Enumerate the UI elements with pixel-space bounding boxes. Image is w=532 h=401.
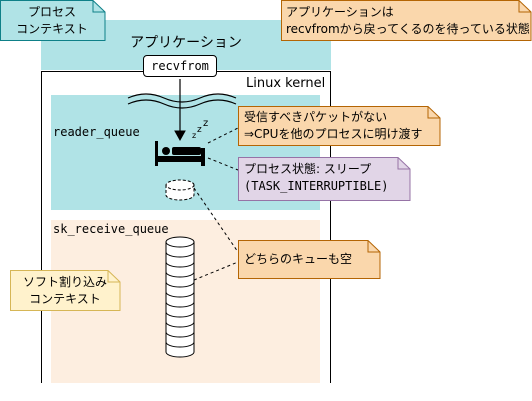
kernel-title: Linux kernel — [246, 76, 326, 91]
queue-stack-icon — [165, 236, 195, 358]
zzz-icon: z z z — [192, 118, 208, 140]
reader-queue-label: reader_queue — [53, 125, 140, 139]
empty-queue-icon — [165, 179, 195, 201]
state-note-line-2: (TASK_INTERRUPTIBLE) — [244, 179, 389, 193]
app-note-line-1: アプリケーションは — [286, 5, 394, 19]
app-note-line-2: recvfromから戻ってくるのを待っている状態 — [286, 22, 530, 36]
app-note: アプリケーションは recvfromから戻ってくるのを待っている状態 — [286, 4, 530, 38]
call-arrow — [174, 79, 186, 142]
cpu-note-shape — [238, 106, 441, 146]
context-note-line-1: プロセス — [27, 5, 76, 19]
note-connectors — [193, 127, 239, 281]
softirq-note-shape — [10, 270, 121, 311]
recvfrom-call: recvfrom — [143, 55, 217, 77]
sk-receive-queue-label: sk_receive_queue — [53, 222, 169, 236]
svg-text:z: z — [203, 118, 208, 129]
app-note-shape — [281, 0, 532, 41]
svg-text:z: z — [197, 125, 202, 135]
context-note-shape — [0, 0, 106, 41]
svg-text:z: z — [192, 131, 196, 140]
boundary-wave — [127, 93, 237, 109]
context-note: プロセス コンテキスト — [0, 4, 104, 38]
cpu-note: 受信すべきパケットがない ⇒CPUを他のプロセスに明け渡す — [244, 109, 436, 143]
bed-icon — [155, 141, 205, 166]
state-note-shape — [238, 157, 411, 201]
softirq-note-line-2: コンテキスト — [29, 292, 101, 306]
cpu-note-line-2: ⇒CPUを他のプロセスに明け渡す — [244, 127, 423, 141]
empty-note-shape — [238, 240, 381, 279]
empty-note: どちらのキューも空 — [244, 252, 353, 266]
application-title: アプリケーション — [130, 35, 242, 51]
state-note-line-1: プロセス状態: スリープ — [244, 162, 372, 176]
context-note-line-2: コンテキスト — [16, 22, 88, 36]
softirq-note: ソフト割り込み コンテキスト — [10, 274, 120, 308]
cpu-note-line-1: 受信すべきパケットがない — [244, 110, 388, 124]
softirq-note-line-1: ソフト割り込み — [22, 275, 107, 289]
state-note: プロセス状態: スリープ (TASK_INTERRUPTIBLE) — [244, 161, 408, 195]
